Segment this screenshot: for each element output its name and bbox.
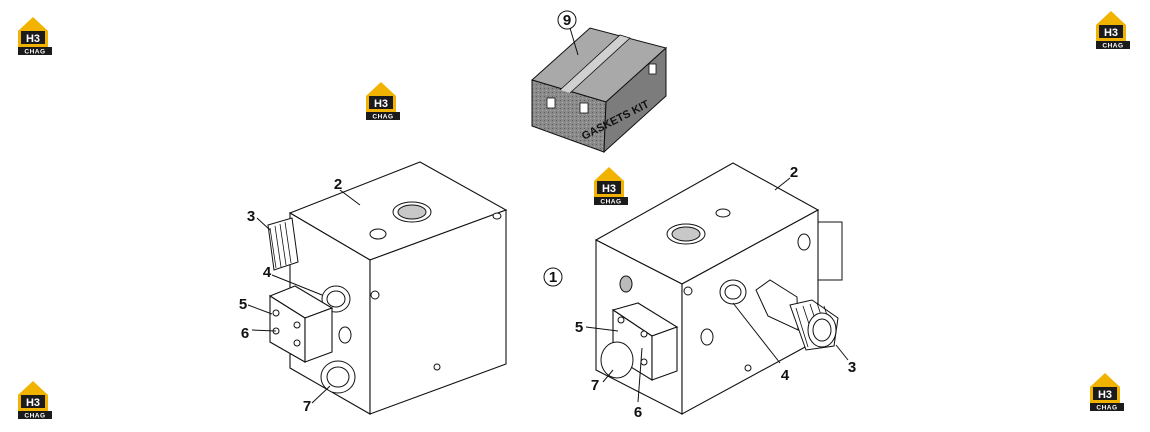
callout-left-screw: 6 [241, 325, 249, 342]
callout-right-cap: 7 [591, 377, 599, 394]
gaskets-kit-box: GASKETS KIT [531, 27, 668, 154]
watermark-logo-top-right [1096, 11, 1130, 50]
callout-right-plug: 4 [781, 367, 790, 384]
callout-kit: 9 [563, 12, 571, 29]
callout-left-knob: 3 [247, 208, 255, 225]
callout-assembly: 1 [549, 269, 557, 286]
right-valve-block [594, 162, 843, 415]
callout-right-cover: 5 [575, 319, 583, 336]
watermark-logo-bottom-left [18, 381, 52, 420]
watermark-logo-center [594, 167, 628, 206]
callout-left-cover: 5 [239, 296, 247, 313]
callout-left-cap: 7 [303, 398, 311, 415]
callout-left-body: 2 [334, 176, 342, 193]
callout-right-knob: 3 [848, 359, 856, 376]
watermark-logo-bottom-right [1090, 373, 1124, 412]
callout-right-screw: 6 [634, 404, 642, 421]
watermark-logo-top-left [18, 17, 52, 56]
callout-right-body: 2 [790, 164, 798, 181]
callout-left-plug: 4 [263, 264, 272, 281]
left-valve-block [267, 161, 508, 415]
watermark-logo-mid-left [366, 82, 400, 121]
